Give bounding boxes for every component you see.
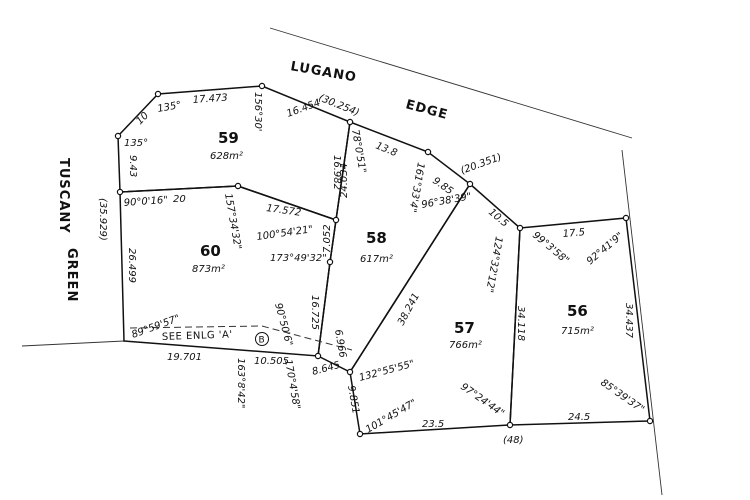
lot-number-60: 60 <box>200 242 221 260</box>
angle-label: 90°50'6" <box>272 302 294 348</box>
dimension-label: 16.725 <box>309 295 320 330</box>
lot-58-boundary <box>317 120 472 373</box>
dimension-label: 6.966 <box>332 329 348 359</box>
angle-label: 100°54'21" <box>256 224 314 243</box>
angle-label: 101°45'47" <box>364 398 419 436</box>
dimension-label: 26.499 <box>126 248 137 283</box>
road-edge-tuscany <box>21 340 125 347</box>
survey-nodes <box>114 82 654 438</box>
lot-area-56: 715m² <box>561 326 594 337</box>
boundary-extension-right <box>621 149 663 496</box>
street-name-tuscany: TUSCANY <box>56 158 71 234</box>
lot-area-58: 617m² <box>360 254 393 265</box>
dimension-label: (20.351) <box>459 152 503 177</box>
dimension-label: 24.034 <box>339 163 350 198</box>
angle-label: 97°24'44" <box>458 381 506 419</box>
dimension-label: 17.473 <box>192 93 228 106</box>
dimension-label: 19.701 <box>167 352 202 363</box>
marker-b-label: B <box>259 336 265 346</box>
dimension-label: (48) <box>503 435 524 446</box>
dimension-label: 16.454 <box>285 98 322 120</box>
angle-label: 163°8'42" <box>235 358 246 409</box>
road-edge-lugano <box>269 27 633 139</box>
lot-area-60: 873m² <box>192 264 225 275</box>
lot-number-58: 58 <box>366 229 387 247</box>
street-name-lugano: LUGANO <box>289 59 358 85</box>
dimension-label: 17.572 <box>266 203 302 219</box>
dimension-label: 9.851 <box>345 385 361 415</box>
dimension-label: 23.5 <box>422 419 444 430</box>
dimension-label: 7.052 <box>322 224 333 253</box>
see-enlargement-note: SEE ENLG 'A' <box>162 330 233 343</box>
dimension-label: 38.241 <box>396 291 422 327</box>
dimension-label: (30.254) <box>317 93 361 119</box>
dimension-label: 20 <box>173 194 186 205</box>
angle-label: 85°39'37" <box>598 377 646 415</box>
angle-label: 132°55'55" <box>358 359 416 384</box>
dimension-label: 34.118 <box>515 306 526 341</box>
easement-line <box>129 325 353 351</box>
angle-label: 92°41'9" <box>585 230 626 267</box>
angle-label: 135° <box>157 100 183 115</box>
marker-b-circle <box>255 332 269 346</box>
dimension-label: 9.43 <box>127 155 138 177</box>
angle-label: 157°34'32" <box>222 193 243 251</box>
dimension-label: 10.5 <box>486 207 510 230</box>
dimension-label: 10.505 <box>254 356 289 367</box>
street-name-edge: EDGE <box>404 97 450 123</box>
dimension-label: 13.8 <box>374 141 399 160</box>
angle-label: 170°4'58" <box>282 359 302 411</box>
dimension-label: 24.5 <box>568 412 590 423</box>
dimension-label: 8.645 <box>311 360 342 378</box>
dimension-label: (35.929) <box>97 198 108 241</box>
angle-label: 135° <box>124 138 148 149</box>
dimension-label: 34.437 <box>623 303 634 339</box>
dimension-label: 16.982 <box>331 155 342 190</box>
lot-area-59: 628m² <box>210 151 243 162</box>
lot-number-56: 56 <box>567 302 588 320</box>
angle-label: 90°0'16" <box>123 195 168 209</box>
lot-area-57: 766m² <box>449 340 482 351</box>
angle-label: 124°32'12" <box>483 235 504 293</box>
lot-number-59: 59 <box>218 129 239 147</box>
street-name-green: GREEN <box>64 248 79 302</box>
dimension-label: 10 <box>134 110 151 127</box>
lot-57-boundary <box>349 182 521 435</box>
lot-number-57: 57 <box>454 319 475 337</box>
angle-label: 156°30' <box>252 92 263 132</box>
angle-label: 78°0'51" <box>349 129 368 174</box>
dimension-label: 17.5 <box>562 227 585 240</box>
angle-label: 173°49'32" <box>270 253 327 264</box>
